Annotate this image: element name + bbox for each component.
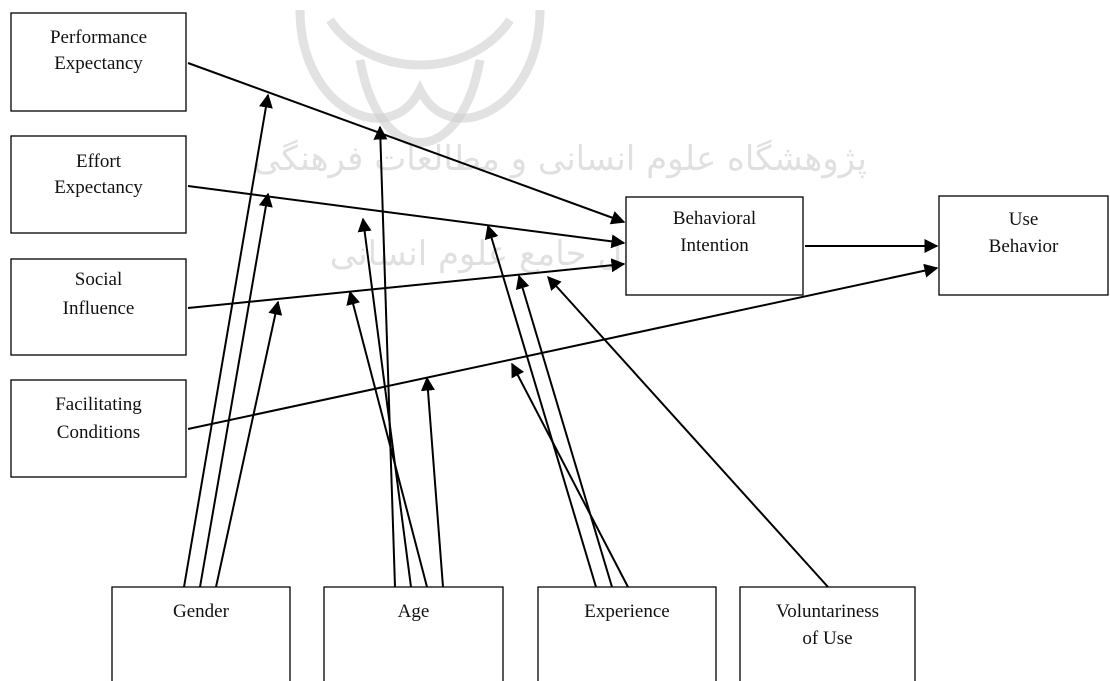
use-behavior-label-1: Use xyxy=(1009,209,1039,230)
voluntariness-of-use-label-1: Voluntariness xyxy=(776,601,879,622)
moderator-gender-arrow-2 xyxy=(199,192,273,588)
effort-expectancy-label-1: Effort xyxy=(76,151,122,172)
social-influence-label-1: Social xyxy=(75,269,123,290)
moderator-voluntariness-of-use-arrow-11 xyxy=(547,275,829,588)
moderator-experience-arrow-10 xyxy=(511,362,629,588)
node-behavioral-intention: Behavioral Intention xyxy=(625,196,804,296)
gender-label: Gender xyxy=(173,601,230,622)
experience-label: Experience xyxy=(584,601,669,622)
watermark: پژوهشگاه علوم انسانی و مطالعات فرهنگی پر… xyxy=(253,9,867,274)
facilitating-conditions-label-1: Facilitating xyxy=(55,394,142,415)
voluntariness-of-use-label-2: of Use xyxy=(802,628,852,649)
use-behavior-label-2: Behavior xyxy=(989,236,1059,257)
behavioral-intention-label-1: Behavioral xyxy=(673,208,756,229)
moderator-age-arrow-6 xyxy=(346,290,428,588)
node-use-behavior: Use Behavior xyxy=(938,195,1109,296)
moderator-age-arrow-7 xyxy=(420,376,444,588)
age-label: Age xyxy=(398,601,430,622)
node-facilitating-conditions: Facilitating Conditions xyxy=(10,379,187,478)
moderator-age-arrow-5 xyxy=(357,217,412,588)
moderator-experience-arrow-8 xyxy=(484,224,597,588)
social-influence-label-2: Influence xyxy=(63,298,135,319)
performance-expectancy-label-2: Expectancy xyxy=(54,53,143,74)
node-effort-expectancy: Effort Expectancy xyxy=(10,135,187,234)
node-experience: Experience xyxy=(537,586,717,681)
moderator-experience-arrow-9 xyxy=(515,274,613,588)
node-voluntariness-of-use: Voluntariness of Use xyxy=(739,586,916,681)
watermark-line1: پژوهشگاه علوم انسانی و مطالعات فرهنگی xyxy=(253,139,867,179)
effort-expectancy-label-2: Expectancy xyxy=(54,177,143,198)
moderator-age-arrow-4 xyxy=(373,125,396,588)
edge-facilitating-conditions-to-use-behavior xyxy=(187,263,939,430)
facilitating-conditions-label-2: Conditions xyxy=(57,422,140,443)
node-social-influence: Social Influence xyxy=(10,258,187,356)
watermark-seal xyxy=(295,9,545,147)
edge-performance-expectancy-to-behavioral-intention xyxy=(187,62,626,225)
performance-expectancy-label-1: Performance xyxy=(50,27,147,48)
node-gender: Gender xyxy=(111,586,291,681)
moderator-gender-arrow-1 xyxy=(183,93,273,588)
node-performance-expectancy: Performance Expectancy xyxy=(10,12,187,112)
node-age: Age xyxy=(323,586,504,681)
moderator-gender-arrow-3 xyxy=(215,300,283,588)
behavioral-intention-label-2: Intention xyxy=(680,235,749,256)
edges xyxy=(183,62,939,588)
edge-social-influence-to-behavioral-intention xyxy=(187,258,626,309)
